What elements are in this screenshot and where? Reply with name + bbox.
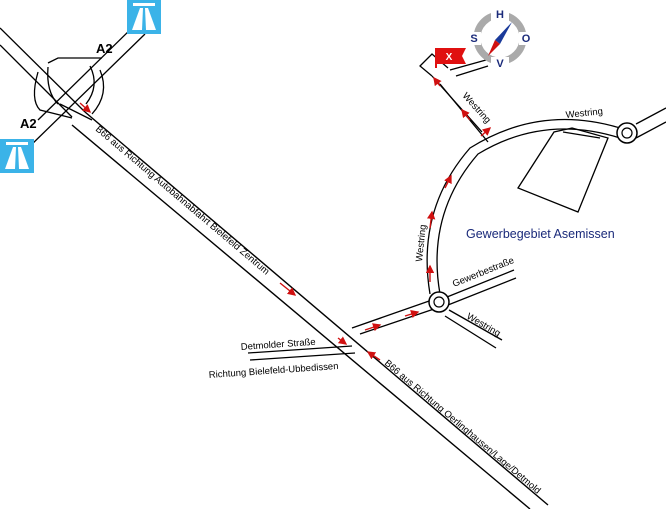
- autobahn-sign-icon: [127, 0, 161, 34]
- compass-south-label: V: [496, 58, 504, 70]
- gewerbegebiet-label: Gewerbegebiet Asemissen: [466, 227, 615, 241]
- roundabout-south: [428, 291, 450, 313]
- detmolder-strasse-road: [247, 345, 356, 361]
- westring-upper-label: Westring: [460, 91, 493, 126]
- destination-marker: X: [446, 52, 453, 63]
- compass-west-label: S: [470, 33, 477, 45]
- westring-link-road: [351, 299, 435, 335]
- destination-flag[interactable]: X: [435, 48, 466, 68]
- b66-north-label: B66 aus Richtung Autobahnabfahrt Bielefe…: [93, 124, 271, 278]
- a2-ramp-right: [91, 69, 105, 115]
- a2-interchange: [0, 24, 146, 149]
- westring-lower-label: Westring: [465, 311, 503, 339]
- a2-label-left: A2: [20, 116, 37, 131]
- b66-edge-south: [71, 124, 531, 509]
- a2-ramp-right-inner: [85, 65, 95, 105]
- a2-road-diagonal-d: [27, 33, 146, 149]
- gewerbestrasse-label: Gewerbestraße: [451, 255, 516, 290]
- westring-east-road: [635, 107, 666, 139]
- westring-left-label: Westring: [414, 224, 429, 262]
- a2-label-top: A2: [96, 41, 113, 56]
- westring-arc-road: [426, 118, 621, 295]
- gewerbegebiet-loop-edge: [562, 131, 601, 139]
- a2-road-diagonal-c: [37, 24, 136, 121]
- a2-ramp-left: [33, 71, 73, 119]
- route-arrows: [79, 76, 492, 361]
- westring-lower-road: [444, 309, 503, 349]
- compass-north-label: H: [496, 9, 504, 21]
- compass-icon: H V S O: [467, 8, 533, 70]
- a2-ramp-bottom: [59, 103, 93, 121]
- compass-east-label: O: [522, 33, 531, 45]
- gewerbegebiet-loop: [517, 127, 609, 213]
- b66-south-label: B66 aus Richtung Oerlinghausen/Lage/Detm…: [382, 358, 543, 497]
- a2-ramp-left-inner: [47, 66, 59, 105]
- b66-road: [71, 111, 549, 509]
- gewerbestrasse-road: [446, 269, 517, 306]
- a2-road-diagonal-a: [0, 27, 86, 113]
- roundabout-east: [616, 122, 638, 144]
- autobahn-sign-icon: [0, 139, 34, 173]
- westring-top-label: Westring: [565, 106, 603, 121]
- richtung-ubbedissen-label: Richtung Bielefeld-Ubbedissen: [208, 361, 338, 381]
- b66-edge-north: [84, 111, 549, 506]
- westring-north-road: [419, 53, 489, 143]
- detmolder-strasse-label: Detmolder Straße: [240, 337, 316, 353]
- a2-ramp-top: [47, 57, 102, 64]
